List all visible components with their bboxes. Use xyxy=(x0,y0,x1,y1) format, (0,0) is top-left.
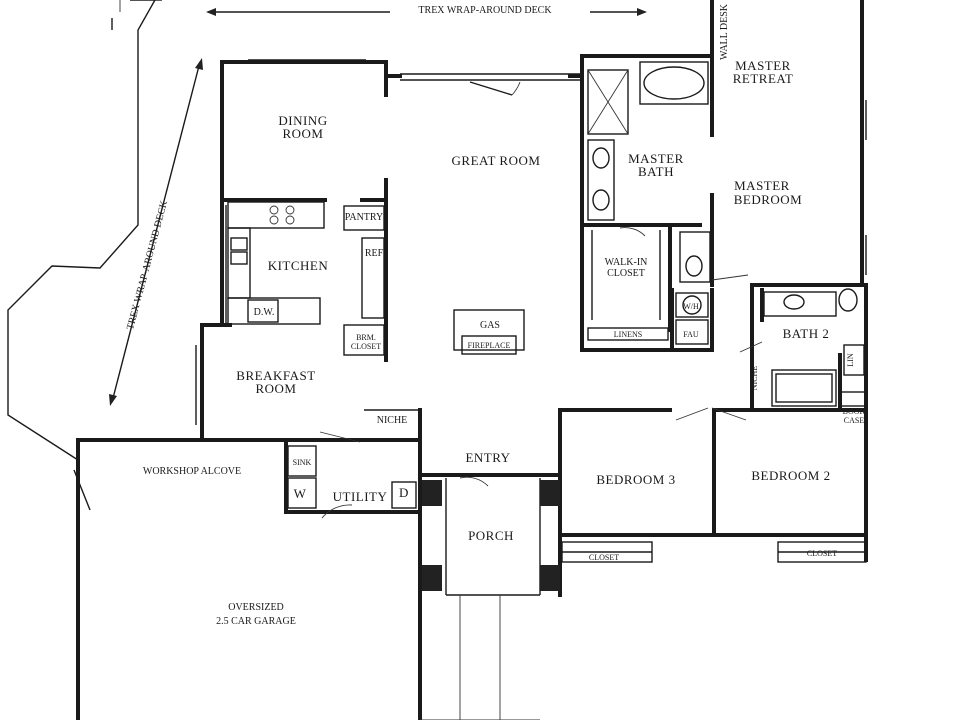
wall-desk-label: WALL DESK xyxy=(719,3,730,60)
pantry-label: PANTRY xyxy=(345,212,384,223)
master-retreat-label-1: MASTER xyxy=(735,58,791,73)
closet-b3-label: CLOSET xyxy=(589,553,619,562)
kitchen-label: KITCHEN xyxy=(268,258,329,273)
dining-room-label-1: DINING xyxy=(278,113,327,128)
breakfast-room-label-2: ROOM xyxy=(255,381,296,396)
closet-b2-label: CLOSET xyxy=(807,549,837,558)
fau-label: FAU xyxy=(683,330,699,339)
deck-side-label: TREX WRAP-AROUND DECK xyxy=(125,199,170,331)
master-retreat-label-2: RETREAT xyxy=(733,71,794,86)
niche-right-label: NICHE xyxy=(750,366,759,391)
lin-label: LIN xyxy=(846,353,855,367)
master-bath-label-1: MASTER xyxy=(628,151,684,166)
great-room-label: GREAT ROOM xyxy=(452,153,541,168)
fireplace-label: FIREPLACE xyxy=(468,341,511,350)
deck-top-label: TREX WRAP-AROUND DECK xyxy=(418,5,552,16)
master-bedroom-label-1: MASTER xyxy=(734,178,790,193)
deck-arrow-top xyxy=(206,8,647,16)
fixtures xyxy=(195,61,867,591)
workshop-alcove-label: WORKSHOP ALCOVE xyxy=(143,466,241,477)
porch-label: PORCH xyxy=(468,528,514,543)
book-case-label-2: CASE xyxy=(844,416,865,425)
sink-label: SINK xyxy=(293,458,312,467)
walk-in-closet-label-2: CLOSET xyxy=(607,268,645,279)
book-case-label-1: BOOK xyxy=(843,407,866,416)
gas-label: GAS xyxy=(480,320,500,331)
dining-room-label-2: ROOM xyxy=(282,126,323,141)
deck-outline xyxy=(7,0,162,461)
utility-label: UTILITY xyxy=(333,489,388,504)
breakfast-room-label-1: BREAKFAST xyxy=(236,368,315,383)
walls xyxy=(73,0,868,720)
niche-label: NICHE xyxy=(377,415,408,426)
master-bedroom-label-2: BEDROOM xyxy=(734,192,803,207)
brm-closet-label-1: BRM. xyxy=(356,333,376,342)
wh-label: W/H xyxy=(683,302,699,311)
master-bath-label-2: BATH xyxy=(638,164,674,179)
dryer-label: D xyxy=(399,485,409,500)
bedroom2-label: BEDROOM 2 xyxy=(751,468,830,483)
entry-label: ENTRY xyxy=(465,450,510,465)
walk-in-closet-label-1: WALK-IN xyxy=(605,257,648,268)
linens-label: LINENS xyxy=(614,330,642,339)
bedroom3-label: BEDROOM 3 xyxy=(596,472,675,487)
washer-label: W xyxy=(294,486,307,501)
bath2-label: BATH 2 xyxy=(783,326,830,341)
garage-label-1: OVERSIZED xyxy=(228,602,284,613)
garage-label-2: 2.5 CAR GARAGE xyxy=(216,616,296,627)
deck-arrow-side xyxy=(109,58,203,406)
ref-label: REF xyxy=(365,248,384,259)
dw-label: D.W. xyxy=(254,307,275,318)
brm-closet-label-2: CLOSET xyxy=(351,342,381,351)
